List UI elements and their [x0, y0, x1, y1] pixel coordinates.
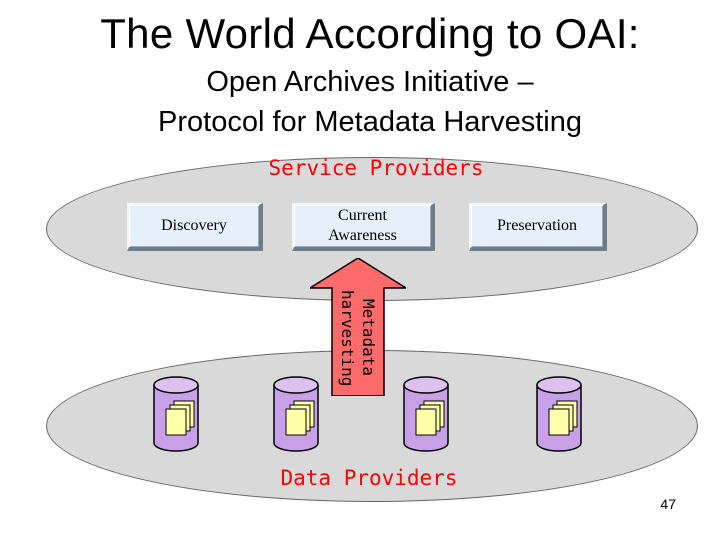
service-box-discovery: Discovery — [127, 203, 263, 251]
repository-database-icon — [536, 376, 582, 452]
harvest-arrow-label-line-1: Metadata — [359, 299, 378, 377]
service-box-preservation: Preservation — [469, 203, 607, 251]
slide-subtitle-line-2: Protocol for Metadata Harvesting — [158, 106, 582, 138]
harvest-arrow-icon — [310, 258, 406, 396]
service-box-current-awareness: Current Awareness — [292, 203, 435, 251]
service-box-current-awareness-label: Current Awareness — [328, 207, 397, 244]
harvest-arrow-label: Metadata harvesting — [337, 288, 379, 388]
harvest-arrow-label-line-2: harvesting — [338, 289, 357, 387]
slide-title: The World According to OAI: — [100, 10, 640, 57]
slide-subtitle-line-1: Open Archives Initiative – — [206, 66, 534, 98]
repository-database-icon — [153, 376, 199, 452]
service-providers-label: Service Providers — [268, 156, 484, 180]
service-box-discovery-label: Discovery — [161, 217, 227, 234]
slide-number: 47 — [660, 496, 676, 512]
service-box-preservation-label: Preservation — [497, 217, 577, 234]
repository-database-icon — [403, 376, 449, 452]
repository-database-icon — [273, 376, 319, 452]
data-providers-label: Data Providers — [280, 466, 458, 490]
